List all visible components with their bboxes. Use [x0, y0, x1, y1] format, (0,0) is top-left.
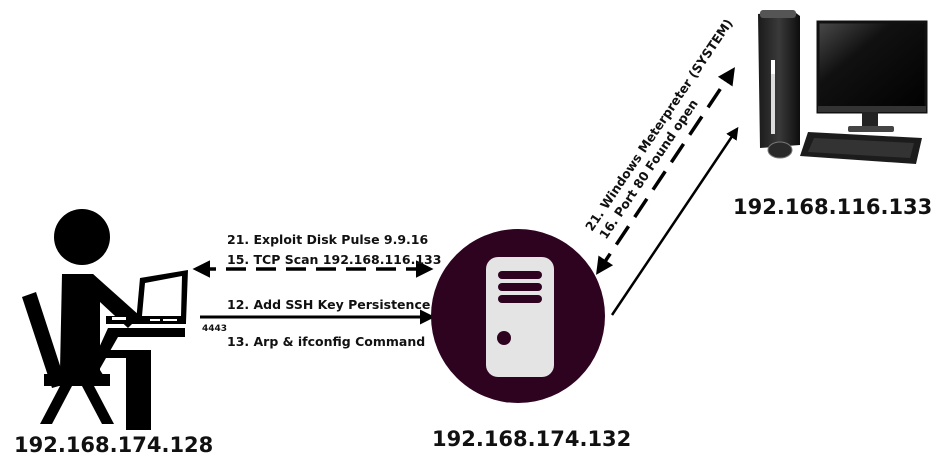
solid-arrow-pivot-target	[610, 126, 739, 316]
edge-label-tcp-scan: 15. TCP Scan 192.168.116.133	[227, 252, 441, 267]
dashed-arrow-pivot-target	[596, 67, 735, 275]
edge-label-ssh-key-persistence: 12. Add SSH Key Persistence	[227, 297, 430, 312]
attacker-ip-label: 192.168.174.128	[14, 433, 213, 457]
edge-label-port-80-open: 16. Port 80 Found open	[596, 96, 701, 241]
edge-label-exploit-disk-pulse: 21. Exploit Disk Pulse 9.9.16	[227, 232, 428, 247]
edge-label-windows-meterpreter: 21. Windows Meterpreter (SYSTEM)	[582, 16, 736, 234]
server-tower-icon	[431, 229, 605, 403]
person-at-laptop-icon	[22, 209, 188, 430]
target-ip-label: 192.168.116.133	[733, 195, 931, 219]
port-label: 4443	[202, 324, 227, 334]
edge-label-arp-ifconfig: 13. Arp & ifconfig Command	[227, 334, 425, 349]
desktop-computer-icon	[758, 10, 928, 164]
pivot-ip-label: 192.168.174.132	[432, 427, 631, 451]
